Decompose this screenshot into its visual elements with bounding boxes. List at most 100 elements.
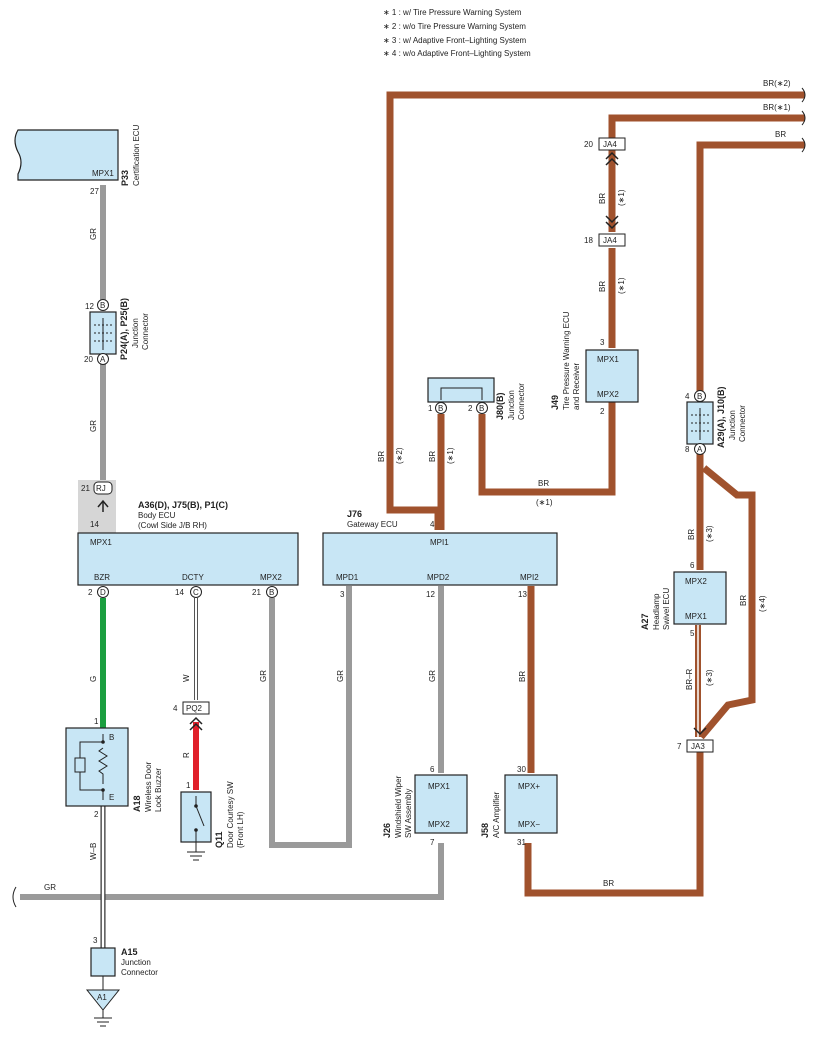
- j49-pin3: 3: [600, 338, 605, 347]
- note-2: ∗ 2 : w/o Tire Pressure Warning System: [383, 22, 526, 31]
- ja4-connector: JA4 20 JA4 18: [584, 137, 626, 247]
- wire-label-br-j49-note: (∗1): [536, 498, 553, 507]
- wire-label-br-mpi2: BR: [518, 671, 527, 682]
- wire-label-br-a27: BR: [687, 529, 696, 540]
- ja3-connector: JA3 7: [677, 727, 714, 753]
- wire-label-g-bzr: G: [89, 676, 98, 682]
- a15-name1: Junction: [121, 958, 151, 967]
- resistor-icon: [98, 747, 108, 784]
- body-ecu-rj-badge: [93, 481, 113, 495]
- body-ecu-rj: RJ: [96, 484, 106, 493]
- wire-label-w-dcty: W: [182, 674, 191, 682]
- p24-pin-a-circle: [97, 353, 109, 365]
- body-ecu-pin14-top: 14: [90, 520, 99, 529]
- a18-wireless-door-lock-buzzer: B E 1 2 A18 Wireless Door Lock Buzzer: [65, 717, 163, 819]
- wire-label-br-a27-note: (∗3): [705, 525, 714, 542]
- a27-pin6: 6: [690, 561, 695, 570]
- body-ecu-box: [77, 532, 299, 586]
- wire-label-gr-mpd2: GR: [428, 670, 437, 682]
- p33-pin-name: MPX1: [92, 169, 114, 178]
- note-3: ∗ 3 : w/ Adaptive Front–Lighting System: [383, 36, 527, 45]
- note-4: ∗ 4 : w/o Adaptive Front–Lighting System: [383, 49, 531, 58]
- j26-name2: SW Assembly: [404, 789, 413, 838]
- p24-pin-b-circle: [97, 299, 109, 311]
- j58-name: A/C Amplifier: [492, 791, 501, 838]
- ja4-top-box: [598, 137, 626, 151]
- p24-a: A: [100, 355, 106, 364]
- j80-code: J80(B): [495, 392, 505, 420]
- body-ecu-dcty: DCTY: [182, 573, 204, 582]
- wire-label-br-left-note: (∗2): [395, 447, 404, 464]
- ja4-arrow-down-icon: [605, 215, 619, 230]
- gateway-pin13: 13: [518, 590, 527, 599]
- wire-label-gr-bottom: GR: [44, 883, 56, 892]
- a27-mpx2: MPX2: [685, 577, 707, 586]
- body-ecu-d: D: [100, 588, 106, 597]
- p33-code: P33: [120, 170, 130, 186]
- a18-pin2: 2: [94, 810, 99, 819]
- ja4-arrow-up-icon: [605, 151, 619, 166]
- wire-br-j49-j80: [478, 402, 616, 496]
- wire-label-brr-a27: BR–R: [685, 668, 694, 690]
- wire-label-brr-a27-note: (∗3): [705, 669, 714, 686]
- ja4-pin18: 18: [584, 236, 593, 245]
- a29-name2: Connector: [738, 405, 747, 442]
- wire-label-br-ja4-b: BR: [598, 281, 607, 292]
- j49-name2: and Receiver: [572, 363, 581, 410]
- a15-name2: Connector: [121, 968, 158, 977]
- a1-triangle: [85, 989, 121, 1011]
- j49-tire-pressure-ecu: MPX1 MPX2 3 2 J49 Tire Pressure Warning …: [550, 311, 639, 416]
- q11-code: Q11: [214, 831, 224, 848]
- a27-mpx1: MPX1: [685, 612, 707, 621]
- a29-a: A: [697, 445, 703, 454]
- j80-b2: B: [479, 404, 484, 413]
- q11-name2: (Front LH): [236, 811, 245, 848]
- ground-icon: [187, 851, 205, 861]
- wire-label-gr-mpx2: GR: [259, 670, 268, 682]
- wire-label-gr-p33: GR: [89, 228, 98, 240]
- notes: ∗ 1 : w/ Tire Pressure Warning System ∗ …: [383, 8, 531, 58]
- ground-icon-a1: [94, 1017, 112, 1027]
- body-ecu-code: A36(D), J75(B), P1(C): [138, 500, 228, 510]
- j58-box: [504, 774, 558, 834]
- ja3-arrow-icon: [693, 727, 707, 736]
- p24-pin-b: 12: [85, 302, 94, 311]
- j49-pin2: 2: [600, 407, 605, 416]
- a27-headlamp-swivel-ecu: MPX2 MPX1 6 5 A27 Headlamp Swivel ECU: [640, 561, 727, 638]
- gateway-mpd2: MPD2: [427, 573, 450, 582]
- p33-name: Certification ECU: [132, 124, 141, 186]
- a18-name1: Wireless Door: [144, 761, 153, 812]
- j49-box: [585, 349, 639, 403]
- a29-pin8: 8: [685, 445, 690, 454]
- j80-box: [427, 377, 495, 403]
- body-ecu-mpx1: MPX1: [90, 538, 112, 547]
- wire-gr-j26-bottom: [20, 843, 444, 900]
- a15-code: A15: [121, 947, 138, 957]
- a1-ground: A1: [85, 989, 121, 1027]
- wire-label-gr-mpd1: GR: [336, 670, 345, 682]
- j80-junction-connector: B 1 B 2 J80(B) Junction Connector: [427, 377, 526, 420]
- a27-name1: Headlamp: [652, 593, 661, 630]
- break-mark-right-2: [801, 110, 806, 126]
- wire-label-br-j80-note: (∗1): [446, 447, 455, 464]
- ja3-label: JA3: [691, 742, 705, 751]
- j26-mpx1: MPX1: [428, 782, 450, 791]
- j26-code: J26: [382, 823, 392, 838]
- j80-name1: Junction: [507, 390, 516, 420]
- p24-b: B: [100, 301, 105, 310]
- j26-mpx2: MPX2: [428, 820, 450, 829]
- j26-name1: Windshield Wiper: [394, 775, 403, 838]
- j80-b1: B: [438, 404, 443, 413]
- body-ecu-bzr: BZR: [94, 573, 110, 582]
- pq2-arrow-icon: [189, 716, 203, 731]
- wire-gr-mpx2-mpd1: [269, 586, 352, 848]
- j58-pin31: 31: [517, 838, 526, 847]
- ja4-bottom-label: JA4: [603, 236, 617, 245]
- ja3-box: [686, 739, 714, 753]
- a29-b: B: [697, 392, 702, 401]
- body-ecu-c: C: [193, 588, 199, 597]
- p24-name1: Junction: [131, 318, 140, 348]
- pq2-connector: PQ2 4: [173, 701, 210, 731]
- switch-icon: [195, 805, 205, 827]
- a29-junction-connector: B 4 A 8 A29(A), J10(B) Junction Connecto…: [685, 386, 747, 455]
